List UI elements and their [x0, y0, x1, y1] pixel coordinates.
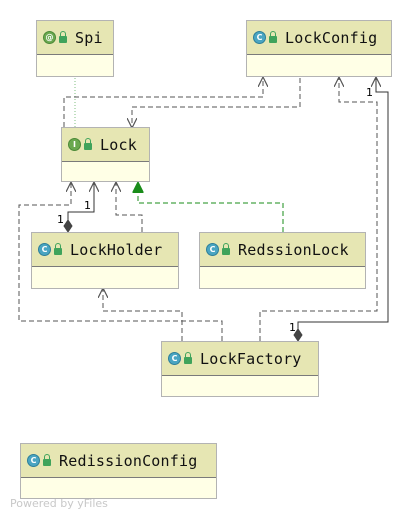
edge-lockconfig-uses-lock: [132, 78, 301, 127]
class-node-redssionlock[interactable]: C RedssionLock: [199, 232, 366, 289]
interface-node-lock[interactable]: I Lock: [61, 127, 150, 182]
edge-lockholder-uses-lock: [116, 183, 143, 232]
edge-lockfactory-uses-lockholder: [103, 289, 183, 341]
class-node-spi[interactable]: @ Spi: [36, 20, 114, 77]
edge-lock-uses-lockconfig: [63, 78, 263, 127]
class-icon: C: [168, 352, 181, 365]
class-node-lockholder[interactable]: C LockHolder: [31, 232, 179, 289]
node-header: C LockConfig: [247, 21, 391, 55]
node-header: C RedissionConfig: [21, 444, 216, 478]
multiplicity-label: 1: [57, 213, 64, 226]
node-title: LockConfig: [285, 28, 378, 47]
class-node-redissionconfig[interactable]: C RedissionConfig: [20, 443, 217, 499]
edge-redssionlock-implements-lock: [138, 183, 284, 232]
lock-icon: [269, 30, 277, 43]
node-title: LockFactory: [200, 349, 302, 368]
multiplicity-label: 1: [289, 321, 296, 334]
lock-icon: [184, 351, 192, 364]
footer-watermark: Powered by yFiles: [10, 497, 108, 510]
lock-icon: [84, 137, 92, 150]
node-title: RedssionLock: [238, 240, 349, 259]
interface-icon: I: [68, 138, 81, 151]
node-header: C RedssionLock: [200, 233, 365, 267]
multiplicity-label: 1: [84, 199, 91, 212]
edge-lockfactory-uses-lockconfig: [259, 78, 378, 341]
edge-lockholder-aggregates-lock: [67, 183, 94, 222]
lock-icon: [43, 453, 51, 466]
aggregation-diamond: [63, 219, 73, 233]
aggregation-diamond: [293, 328, 303, 342]
node-title: RedissionConfig: [59, 451, 198, 470]
class-icon: C: [253, 31, 266, 44]
lock-icon: [222, 242, 230, 255]
node-header: C LockFactory: [162, 342, 318, 376]
class-icon: C: [27, 454, 40, 467]
node-header: I Lock: [62, 128, 149, 162]
node-header: C LockHolder: [32, 233, 178, 267]
lock-icon: [59, 30, 67, 43]
class-node-lockfactory[interactable]: C LockFactory: [161, 341, 319, 397]
multiplicity-label: 1: [366, 86, 373, 99]
class-node-lockconfig[interactable]: C LockConfig: [246, 20, 392, 77]
node-title: Spi: [75, 28, 103, 47]
node-title: LockHolder: [70, 240, 163, 259]
annotation-icon: @: [43, 31, 56, 44]
edge-lockfactory-aggregates-lockconfig: [297, 78, 389, 331]
edge-lockfactory-uses-lock: [18, 183, 223, 341]
class-icon: C: [206, 243, 219, 256]
node-title: Lock: [100, 135, 137, 154]
node-header: @ Spi: [37, 21, 113, 55]
class-icon: C: [38, 243, 51, 256]
lock-icon: [54, 242, 62, 255]
